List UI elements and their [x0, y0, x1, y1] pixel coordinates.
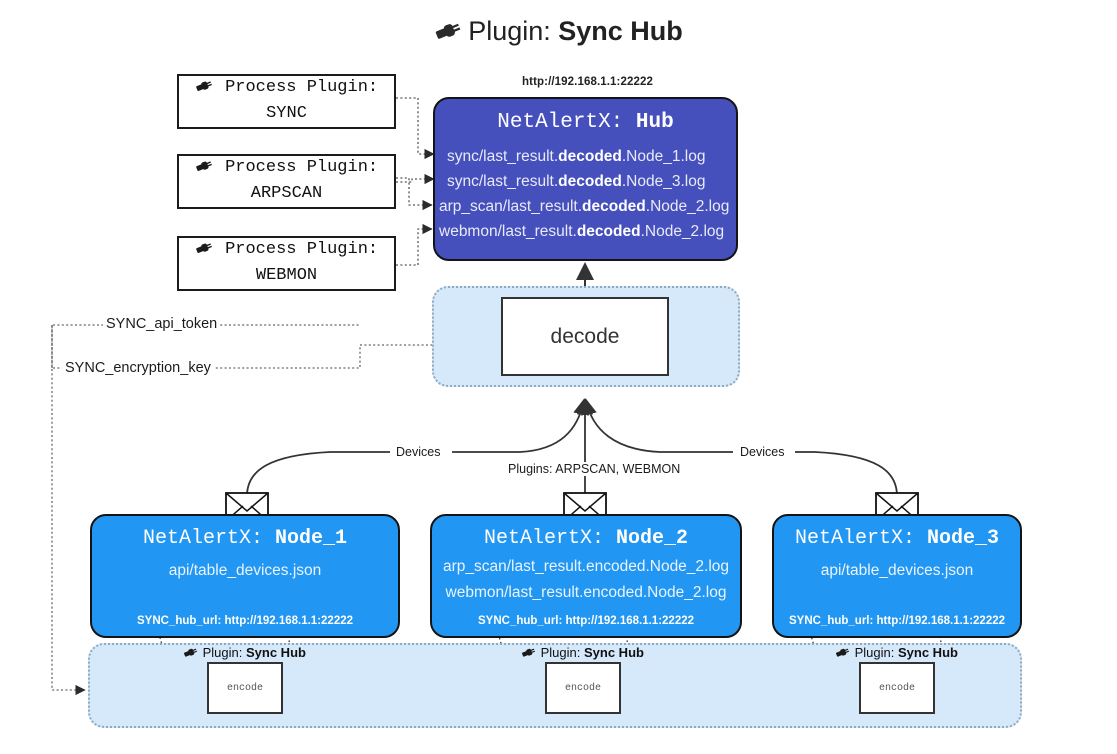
plug-icon: [434, 19, 462, 50]
node-log-line: webmon/last_result.encoded.Node_2.log: [445, 584, 727, 601]
hub-log-line: arp_scan/last_result.decoded.Node_2.log: [439, 198, 730, 215]
node-title-name: Node_3: [927, 527, 1000, 550]
node-hub-url: SYNC_hub_url: http://192.168.1.1:22222: [136, 615, 354, 627]
node-title-name: Node_2: [616, 527, 689, 550]
node-hub-url: SYNC_hub_url: http://192.168.1.1:22222: [788, 615, 1006, 627]
process-plugin-box-sync[interactable]: Process Plugin: SYNC: [177, 74, 396, 129]
sync-api-token-label: SYNC_api_token: [103, 316, 221, 332]
process-plugin-name: WEBMON: [255, 266, 318, 285]
plugin-name: Sync Hub: [246, 645, 306, 660]
title-name: Sync Hub: [558, 16, 683, 46]
plugin-label-node-1: Plugin: Sync Hub: [183, 645, 306, 662]
encode-box-node-2[interactable]: encode: [545, 662, 621, 714]
hub-log-line: webmon/last_result.decoded.Node_2.log: [439, 223, 725, 240]
hub-title-prefix: NetAlertX:: [497, 111, 624, 134]
process-plugin-label: Process Plugin:: [225, 240, 379, 260]
process-plugin-line1: Process Plugin:: [195, 77, 378, 103]
node-box-node-3[interactable]: NetAlertX: Node_3 api/table_devices.json…: [772, 514, 1022, 638]
node-title-prefix: NetAlertX:: [142, 527, 263, 550]
process-plugin-label: Process Plugin:: [225, 78, 379, 98]
decode-box[interactable]: decode: [501, 297, 669, 376]
node-hub-url: SYNC_hub_url: http://192.168.1.1:22222: [477, 615, 695, 627]
title-prefix: Plugin:: [468, 16, 551, 46]
node-title: NetAlertX: Node_2: [432, 527, 740, 550]
hub-url-label: http://192.168.1.1:22222: [522, 76, 653, 88]
plugin-name: Sync Hub: [584, 645, 644, 660]
process-plugin-name: SYNC: [266, 104, 307, 123]
devices-label-right: Devices: [737, 445, 788, 459]
node-log-line: api/table_devices.json: [168, 562, 322, 579]
hub-title: NetAlertX: Hub: [435, 111, 736, 134]
plugin-prefix: Plugin:: [540, 645, 581, 660]
process-plugin-label: Process Plugin:: [225, 158, 379, 178]
hub-title-name: Hub: [635, 111, 674, 134]
plug-icon: [183, 647, 202, 662]
plug-icon: [521, 647, 540, 662]
hub-log-line: sync/last_result.decoded.Node_1.log: [447, 148, 706, 165]
process-plugin-box-webmon[interactable]: Process Plugin: WEBMON: [177, 236, 396, 291]
node-title: NetAlertX: Node_3: [774, 527, 1020, 550]
plug-icon: [195, 243, 223, 262]
devices-label-left: Devices: [393, 445, 444, 459]
plugin-name: Sync Hub: [898, 645, 958, 660]
process-plugin-name: ARPSCAN: [250, 184, 323, 203]
process-plugin-line1: Process Plugin:: [195, 157, 378, 183]
plugins-label-center: Plugins: ARPSCAN, WEBMON: [505, 462, 684, 476]
encode-box-node-1[interactable]: encode: [207, 662, 283, 714]
process-plugin-line1: Process Plugin:: [195, 239, 378, 265]
hub-lines: sync/last_result.decoded.Node_1.log sync…: [435, 144, 736, 244]
hub-box[interactable]: NetAlertX: Hub sync/last_result.decoded.…: [433, 97, 738, 261]
plug-icon: [835, 647, 854, 662]
node-log-line: arp_scan/last_result.encoded.Node_2.log: [442, 558, 730, 575]
plugin-prefix: Plugin:: [854, 645, 895, 660]
plugin-prefix: Plugin:: [202, 645, 243, 660]
hub-log-line: sync/last_result.decoded.Node_3.log: [447, 173, 706, 190]
plugin-label-node-3: Plugin: Sync Hub: [835, 645, 958, 662]
sync-encryption-key-label: SYNC_encryption_key: [62, 360, 214, 376]
encode-box-node-3[interactable]: encode: [859, 662, 935, 714]
page-title: Plugin: Sync Hub: [0, 16, 1117, 50]
process-plugin-box-arpscan[interactable]: Process Plugin: ARPSCAN: [177, 154, 396, 209]
node-title: NetAlertX: Node_1: [92, 527, 398, 550]
node-title-name: Node_1: [275, 527, 348, 550]
plug-icon: [195, 81, 223, 100]
node-log-line: api/table_devices.json: [820, 562, 974, 579]
node-box-node-1[interactable]: NetAlertX: Node_1 api/table_devices.json…: [90, 514, 400, 638]
plugin-label-node-2: Plugin: Sync Hub: [521, 645, 644, 662]
node-title-prefix: NetAlertX:: [483, 527, 604, 550]
plug-icon: [195, 161, 223, 180]
node-title-prefix: NetAlertX:: [794, 527, 915, 550]
node-box-node-2[interactable]: NetAlertX: Node_2 arp_scan/last_result.e…: [430, 514, 742, 638]
